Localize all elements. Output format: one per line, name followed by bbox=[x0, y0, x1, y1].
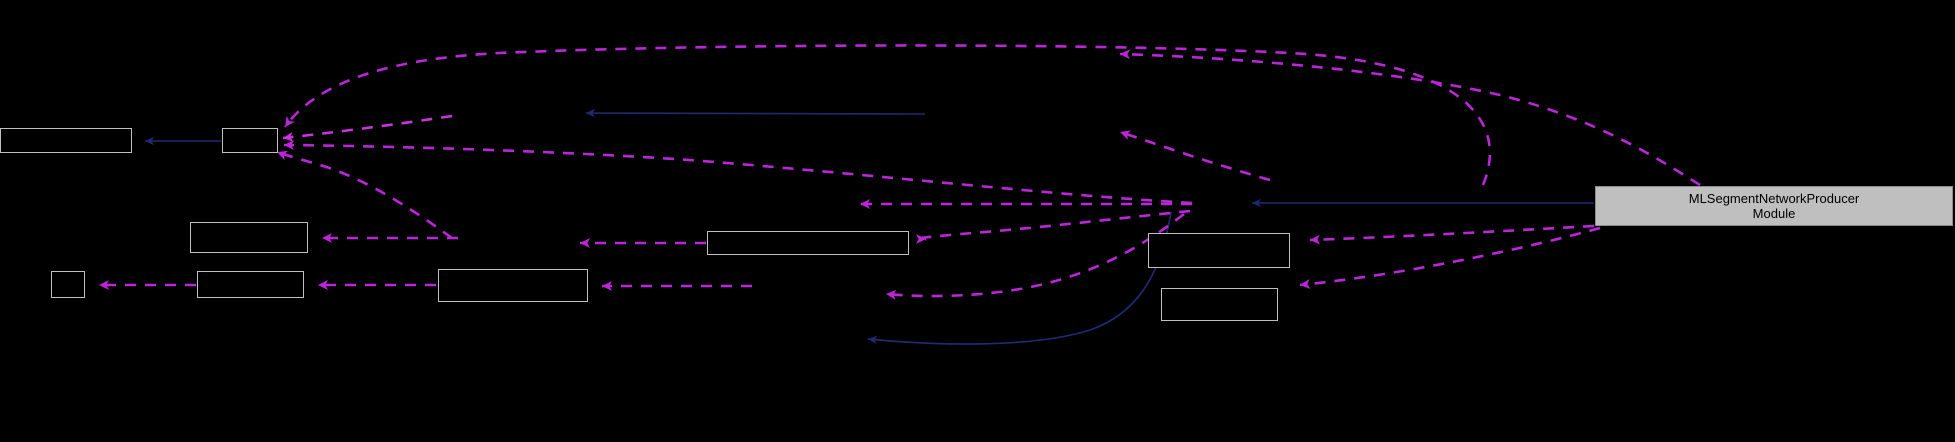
node-9[interactable] bbox=[1161, 288, 1278, 321]
edge-focus-to-node8 bbox=[1309, 224, 1595, 245]
edge-hub-to-upper-right-node bbox=[1119, 130, 1271, 182]
edge-focus-top-arc bbox=[283, 44, 1492, 186]
edge-node2-down-arc bbox=[276, 150, 453, 240]
node-4[interactable] bbox=[51, 271, 85, 298]
focus-node[interactable]: MLSegmentNetworkProducer Module bbox=[1595, 186, 1953, 226]
focus-node-label: MLSegmentNetworkProducer Module bbox=[1688, 190, 1860, 221]
edge-hub-curve-down bbox=[867, 211, 1172, 345]
node-5[interactable] bbox=[197, 271, 304, 298]
node-6[interactable] bbox=[438, 269, 588, 302]
edge-focus-to-midleft bbox=[585, 108, 926, 118]
edge-focus-upper-right-tail bbox=[1119, 49, 1701, 187]
node-1[interactable] bbox=[0, 128, 132, 153]
node-3[interactable] bbox=[190, 222, 308, 253]
solid-edges bbox=[145, 108, 1594, 345]
node-7[interactable] bbox=[707, 231, 909, 255]
edge-node2-long-right bbox=[283, 140, 1193, 205]
dashed-edges bbox=[99, 44, 1701, 300]
edge-focus-to-node9 bbox=[1299, 226, 1601, 289]
node-8[interactable] bbox=[1148, 233, 1290, 268]
edge-node2-short-stub bbox=[282, 114, 453, 142]
node-2[interactable] bbox=[222, 128, 278, 153]
edge-hub-lower-arc bbox=[885, 212, 1185, 300]
edge-hub-upper-arc bbox=[915, 209, 1191, 244]
